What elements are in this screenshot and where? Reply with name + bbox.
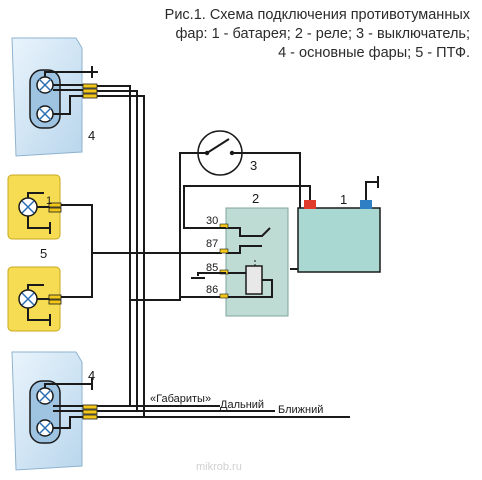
label-relay: 2: [252, 191, 259, 206]
label-headlight-bottom: 4: [88, 368, 95, 383]
pin30-wire: [183, 185, 311, 229]
label-pin85: 85: [206, 262, 218, 274]
label-dalniy: Дальний: [220, 399, 264, 411]
harness-wires: [61, 85, 350, 418]
caption-line-3: 4 - основные фары; 5 - ПТФ.: [278, 45, 470, 61]
figure-caption: Рис.1. Схема подключения противотуманных…: [80, 6, 470, 63]
headlight-top: [11, 37, 98, 157]
caption-line-2: фар: 1 - батарея; 2 - реле; 3 - выключат…: [175, 26, 470, 42]
battery: [297, 176, 381, 273]
label-blizhniy: Ближний: [278, 404, 323, 416]
relay: [219, 207, 289, 317]
headlight-bottom: [11, 351, 98, 471]
label-foglight: 5: [40, 246, 47, 261]
pin85-wire: [197, 272, 226, 276]
label-switch: 3: [250, 158, 257, 173]
watermark: mikrob.ru: [196, 461, 242, 473]
caption-line-1: Рис.1. Схема подключения противотуманных: [164, 7, 470, 23]
label-gabarity: «Габариты»: [150, 393, 211, 405]
label-headlight-top: 4: [88, 128, 95, 143]
foglight-lower: [7, 266, 62, 332]
label-battery: 1: [340, 192, 347, 207]
foglight-upper: [7, 174, 62, 240]
label-foglight-pin: 1: [46, 195, 52, 207]
label-pin87: 87: [206, 238, 218, 250]
label-pin30: 30: [206, 215, 218, 227]
label-pin86: 86: [206, 284, 218, 296]
